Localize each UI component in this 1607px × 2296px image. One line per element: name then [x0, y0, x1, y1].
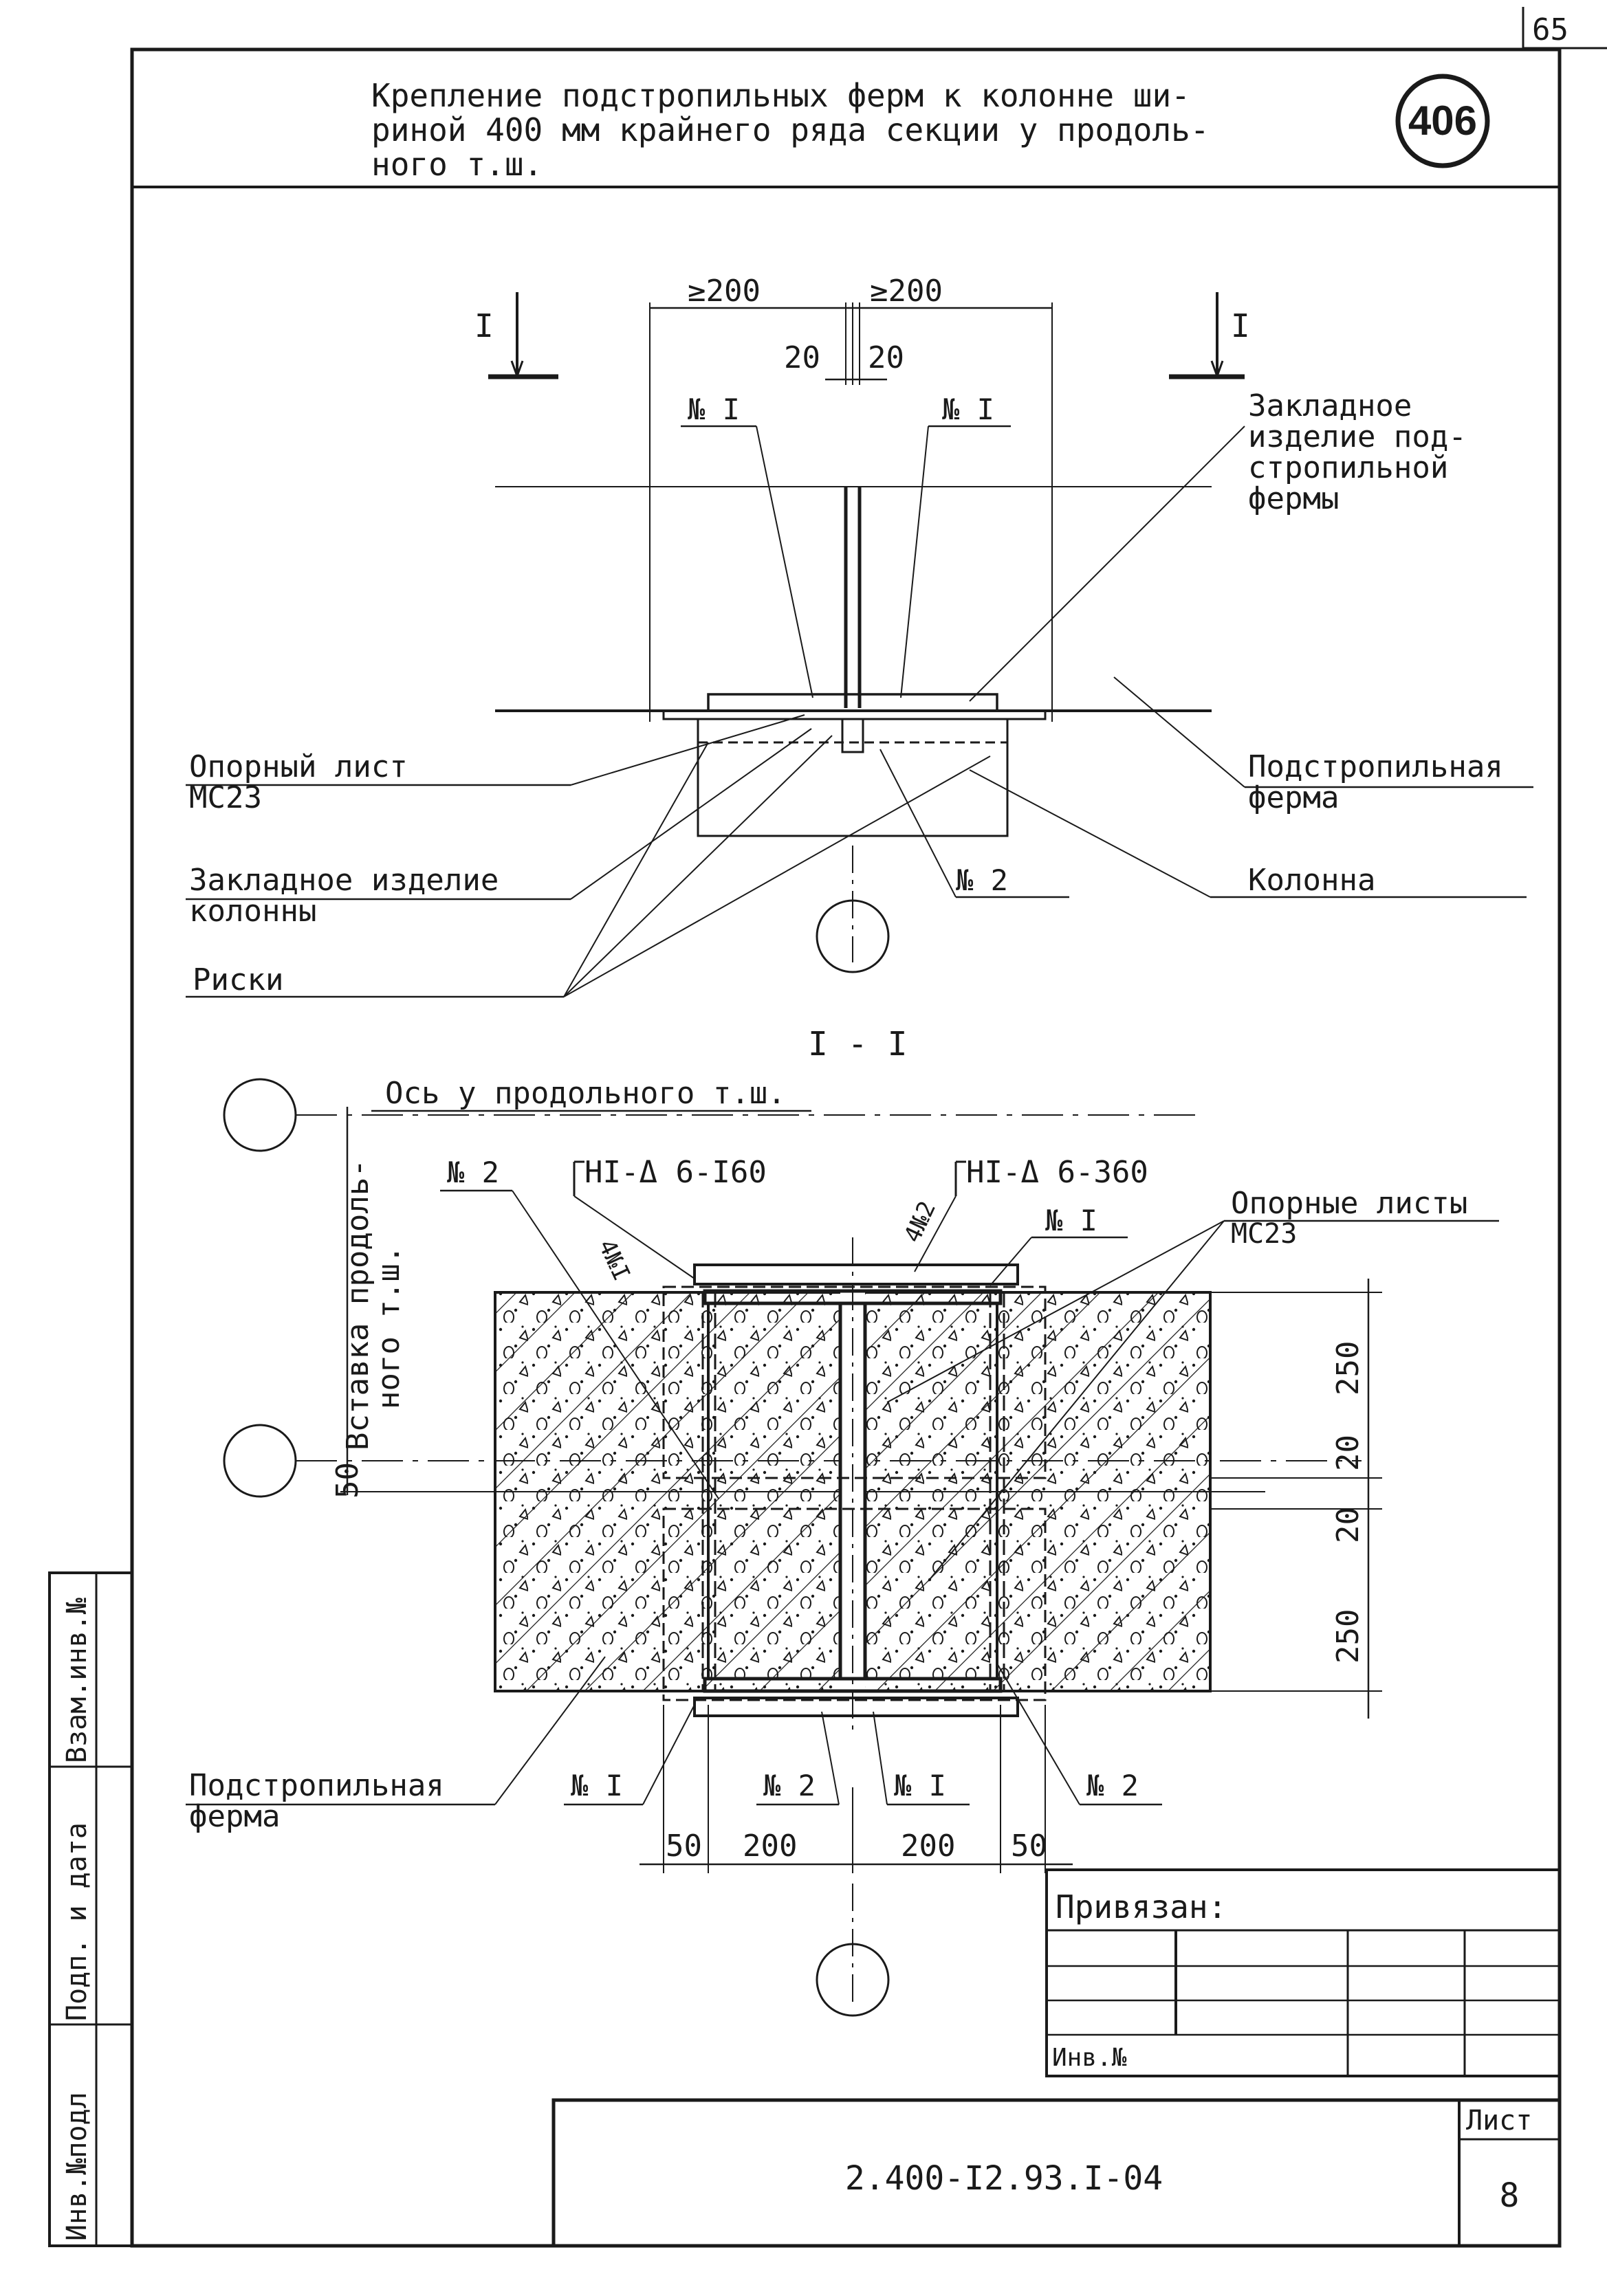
plan-part-right: № I	[942, 393, 994, 426]
svg-text:стропильной: стропильной	[1248, 450, 1448, 485]
svg-text:фермы: фермы	[1248, 481, 1339, 516]
axis-bubble-bottom	[816, 1943, 890, 2017]
weld-2-qty: 4№2	[899, 1197, 941, 1247]
svg-text:МС23: МС23	[1231, 1218, 1297, 1250]
svg-text:200: 200	[901, 1829, 955, 1864]
support-sheets-label: Опорные листы МС23	[1231, 1186, 1467, 1250]
svg-text:Подстропильная: Подстропильная	[189, 1768, 444, 1803]
svg-text:ного т.ш.: ного т.ш.	[371, 1246, 406, 1409]
section-view: I - I Ось у продольного т.ш. Вставка про…	[186, 1025, 1499, 2017]
section-part-2-top: № 2	[447, 1156, 499, 1189]
bound-label: Привязан:	[1056, 1888, 1227, 1925]
title-block: Привязан: Инв.№ Лист 8 2.400-I2.93.I-04	[551, 1868, 1562, 2248]
label-column: Колонна	[1248, 863, 1375, 898]
svg-text:риной 400 мм крайнего ряда сек: риной 400 мм крайнего ряда секции у прод…	[371, 111, 1210, 148]
svg-text:ного т.ш.: ного т.ш.	[371, 146, 543, 183]
section-mark-left: I	[474, 307, 494, 344]
svg-text:Крепление подстропильных ферм: Крепление подстропильных ферм к колонне …	[371, 77, 1190, 114]
dims-bottom: 50 200 200 50	[666, 1829, 1047, 1864]
svg-text:Закладное изделие: Закладное изделие	[189, 863, 499, 898]
label-embedded-truss: Закладное изделие под- стропильной фермы	[1248, 388, 1467, 516]
svg-text:№ I: № I	[894, 1769, 946, 1802]
svg-text:Опорные листы: Опорные листы	[1231, 1186, 1467, 1221]
label-truss-plan: Подстропильная ферма	[1248, 749, 1503, 815]
weld-1: HI-Δ 6-I60	[584, 1155, 767, 1190]
sheet-number: 8	[1500, 2176, 1520, 2215]
dim-50-left: 50	[330, 1462, 365, 1499]
svg-text:Закладное: Закладное	[1248, 388, 1412, 423]
label-marks: Риски	[193, 962, 283, 997]
side-stamp: Инв.№подл Подп. и дата Взам.инв.№	[48, 1571, 133, 2247]
plan-part-left: № I	[688, 393, 740, 426]
svg-text:изделие под-: изделие под-	[1248, 419, 1467, 454]
svg-text:50: 50	[666, 1829, 702, 1864]
svg-text:Взам.инв.№: Взам.инв.№	[61, 1598, 93, 1763]
weld-1-qty: 4№I	[593, 1235, 635, 1285]
svg-text:Подп. и дата: Подп. и дата	[61, 1822, 93, 2021]
svg-text:№ I: № I	[571, 1769, 623, 1802]
insert-label: Вставка продоль- ного т.ш.	[340, 1159, 406, 1450]
dim-left: ≥200	[688, 274, 761, 309]
plan-view: I I ≥200 ≥200 20 20 № I № I	[186, 274, 1533, 998]
detail-number-circle	[1395, 74, 1490, 168]
svg-text:№ 2: № 2	[1086, 1769, 1139, 1802]
label-embedded-column: Закладное изделие колонны	[189, 863, 499, 929]
svg-text:Вставка продоль-: Вставка продоль-	[340, 1159, 375, 1450]
axis-bubble-top	[223, 1078, 297, 1152]
svg-text:20: 20	[1331, 1435, 1366, 1471]
svg-text:МС23: МС23	[189, 780, 262, 815]
section-part-1-top: № I	[1045, 1204, 1097, 1237]
axis-bubble-plan	[816, 899, 890, 973]
svg-text:Подстропильная: Подстропильная	[1248, 749, 1503, 784]
detail-number: 406	[1408, 98, 1477, 144]
dim-right: ≥200	[870, 274, 943, 309]
section-truss-label: Подстропильная ферма	[189, 1768, 444, 1834]
section-title: I - I	[808, 1025, 908, 1063]
weld-2: HI-Δ 6-360	[966, 1155, 1148, 1190]
gap-right: 20	[868, 340, 904, 375]
svg-text:50: 50	[1011, 1829, 1047, 1864]
svg-text:200: 200	[743, 1829, 797, 1864]
axis-label: Ось у продольного т.ш.	[385, 1076, 786, 1111]
svg-text:20: 20	[1331, 1507, 1366, 1543]
page-number: 65	[1532, 12, 1568, 47]
sheet-title: Крепление подстропильных ферм к колонне …	[371, 77, 1210, 183]
label-support-sheet: Опорный лист МС23	[189, 749, 408, 815]
plan-part-2: № 2	[956, 863, 1008, 897]
svg-text:ферма: ферма	[1248, 780, 1339, 815]
svg-text:№ 2: № 2	[763, 1769, 816, 1802]
doc-code: 2.400-I2.93.I-04	[845, 2159, 1163, 2198]
svg-text:250: 250	[1331, 1341, 1366, 1395]
section-mark-right: I	[1231, 307, 1250, 344]
svg-text:Опорный лист: Опорный лист	[189, 749, 408, 784]
gap-left: 20	[784, 340, 820, 375]
svg-text:Инв.№подл: Инв.№подл	[61, 2092, 93, 2241]
inv-label: Инв.№	[1052, 2044, 1127, 2072]
sheet-label: Лист	[1466, 2105, 1532, 2137]
svg-text:250: 250	[1331, 1609, 1366, 1664]
axis-bubble-middle	[223, 1424, 297, 1498]
dims-right: 250 20 20 250	[1331, 1341, 1366, 1664]
bottom-parts: № I № 2 № I № 2	[571, 1769, 1139, 1802]
